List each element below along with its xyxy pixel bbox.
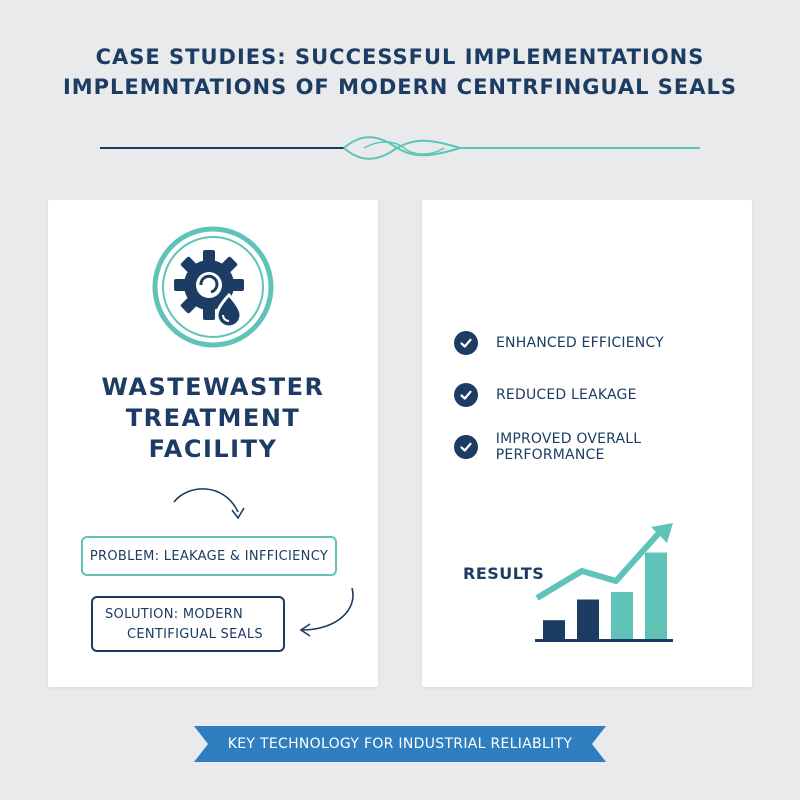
problem-text: PROBLEM: LEAKAGE & INFFICIENCY bbox=[89, 548, 329, 564]
title-line-1: CASE STUDIES: SUCCESSFUL IMPLEMENTATIONS bbox=[95, 45, 705, 69]
case-study-card: WASTEWASTER TREATMENT FACILITY PROBLEM: … bbox=[48, 200, 378, 687]
banner-ribbon bbox=[194, 726, 606, 762]
solution-text-2: CENTIFIGUAL SEALS bbox=[127, 627, 263, 642]
ornamental-divider bbox=[100, 136, 700, 160]
benefit-label: REDUCED LEAKAGE bbox=[496, 387, 637, 403]
trend-arrowhead bbox=[651, 523, 673, 543]
benefit-item: REDUCED LEAKAGE bbox=[454, 382, 752, 408]
result-bar bbox=[645, 552, 667, 639]
facility-line-2: TREATMENT bbox=[125, 404, 301, 432]
benefits-list: ENHANCED EFFICIENCY REDUCED LEAKAGE IMPR… bbox=[454, 330, 752, 486]
results-label: RESULTS bbox=[463, 564, 545, 583]
benefit-label: ENHANCED EFFICIENCY bbox=[496, 335, 664, 351]
benefit-label: IMPROVED OVERALL PERFORMANCE bbox=[495, 431, 642, 463]
trend-line bbox=[535, 530, 662, 601]
result-bar bbox=[611, 592, 633, 639]
check-icon bbox=[454, 331, 478, 355]
benefit-item: IMPROVED OVERALL PERFORMANCE bbox=[454, 431, 752, 463]
facility-line-3: FACILITY bbox=[148, 435, 278, 463]
facility-line-1: WASTEWASTER bbox=[101, 373, 325, 401]
solution-text-1: SOLUTION: MODERN bbox=[105, 607, 244, 622]
check-icon bbox=[454, 435, 478, 459]
check-icon bbox=[454, 383, 478, 407]
problem-box: PROBLEM: LEAKAGE & INFFICIENCY bbox=[81, 536, 337, 576]
result-bar bbox=[577, 599, 599, 639]
results-card: ENHANCED EFFICIENCY REDUCED LEAKAGE IMPR… bbox=[422, 200, 752, 687]
benefit-item: ENHANCED EFFICIENCY bbox=[454, 330, 752, 356]
facility-name: WASTEWASTER TREATMENT FACILITY bbox=[48, 372, 378, 465]
results-bar-chart-icon bbox=[535, 523, 673, 642]
result-bar bbox=[543, 620, 565, 639]
page-title: CASE STUDIES: SUCCESSFUL IMPLEMENTATIONS… bbox=[0, 42, 800, 102]
curved-arrow-icon bbox=[299, 587, 354, 637]
curved-arrow-icon bbox=[173, 488, 245, 520]
solution-box: SOLUTION: MODERN CENTIFIGUAL SEALS bbox=[91, 596, 285, 652]
gear-water-drop-icon bbox=[152, 226, 274, 348]
title-line-2: IMPLEMNTATIONS OF MODERN CENTRFINGUAL SE… bbox=[62, 75, 738, 99]
banner-text: KEY TECHNOLOGY FOR INDUSTRIAL RELIABLITY bbox=[227, 736, 573, 752]
